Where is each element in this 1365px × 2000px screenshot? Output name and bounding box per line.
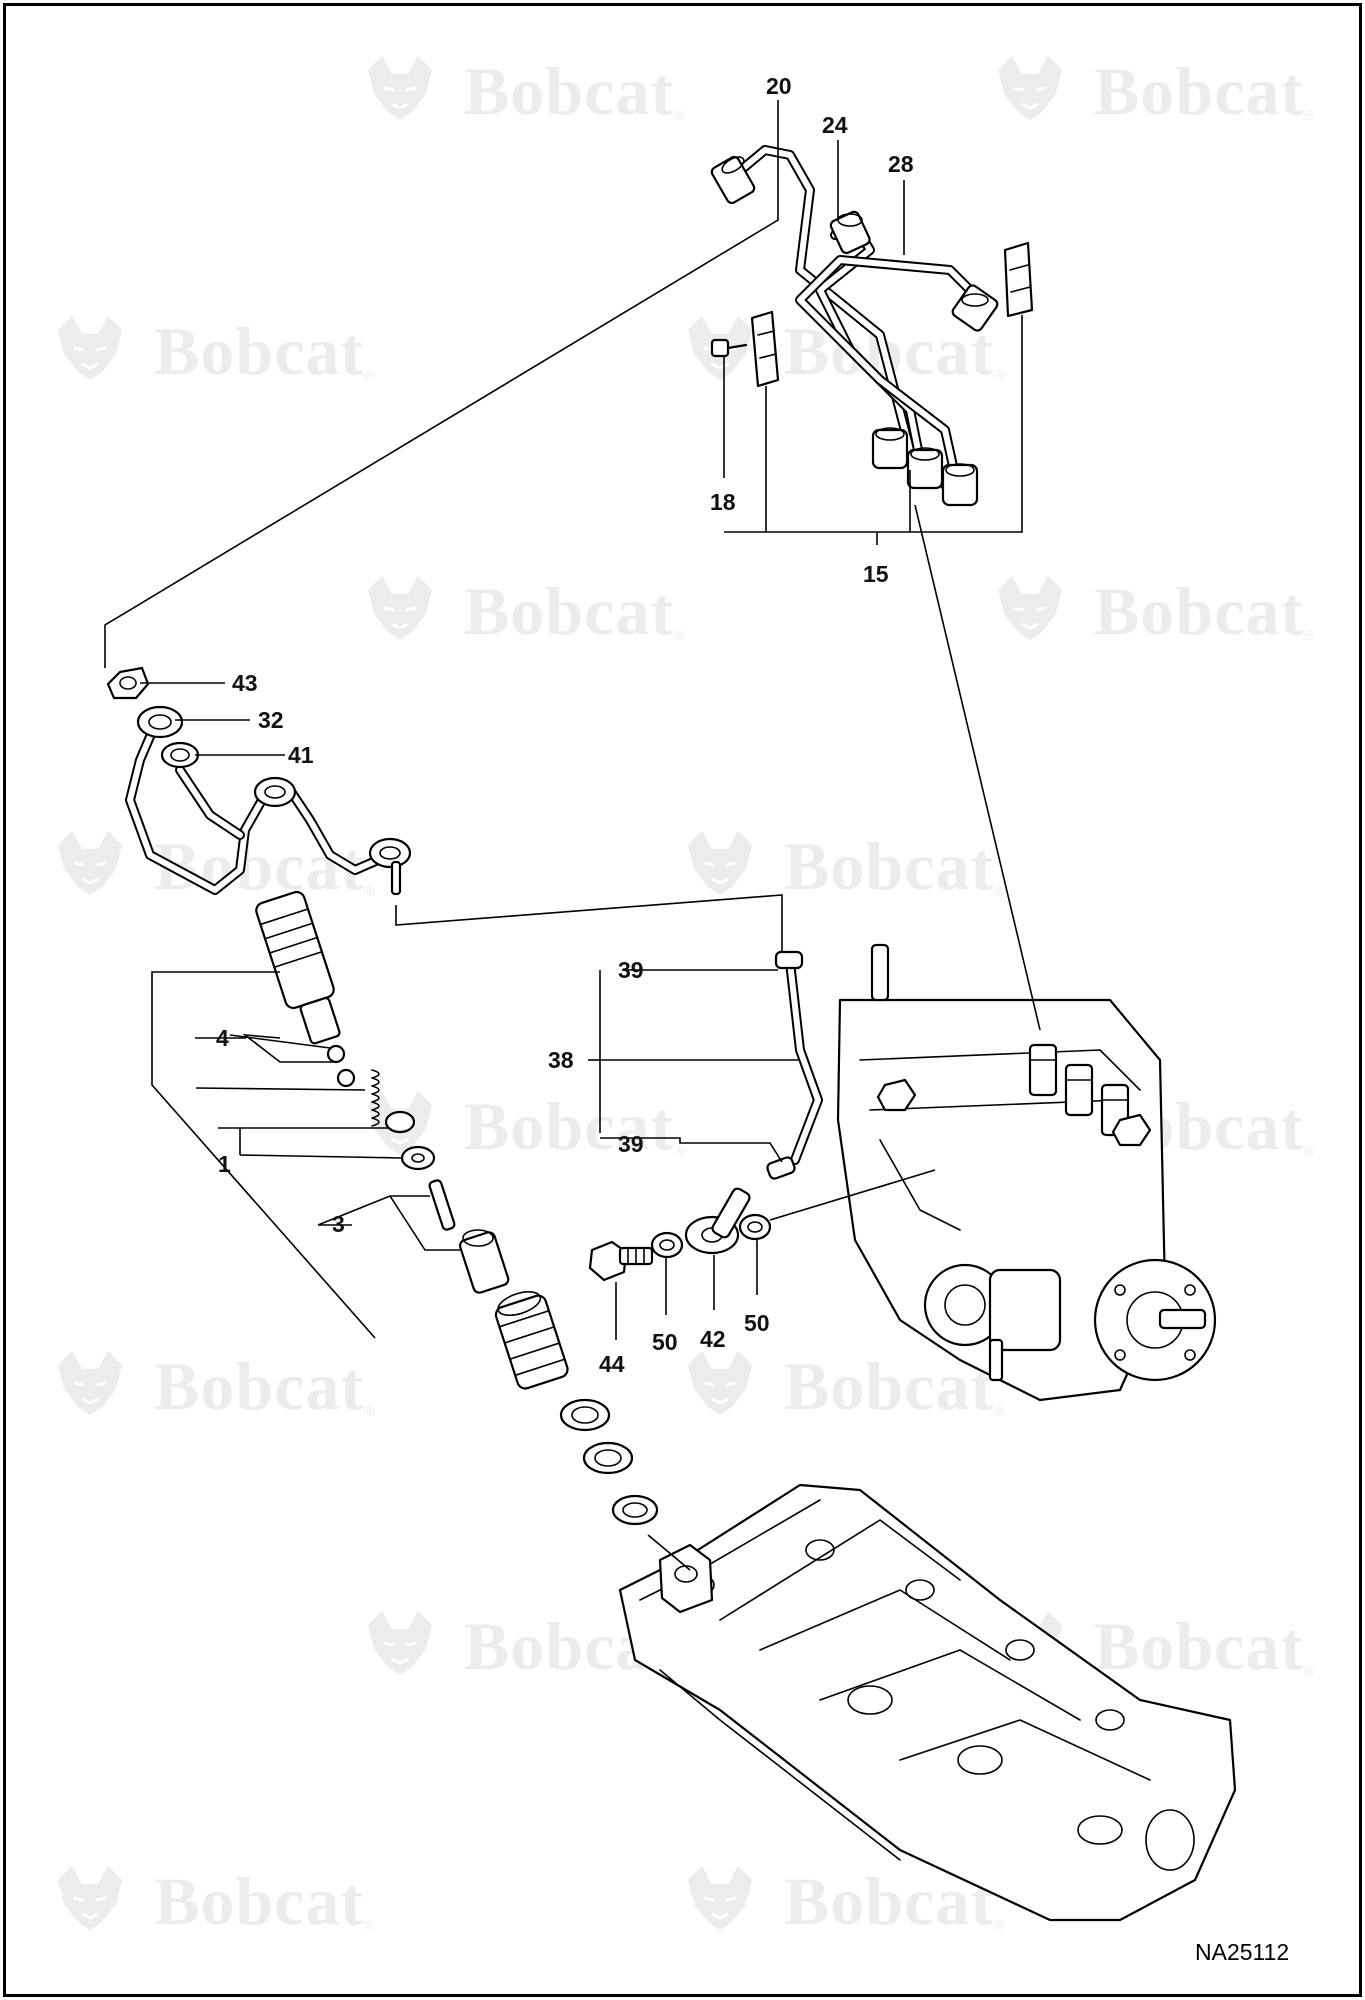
fuel-injection-pump	[836, 943, 1217, 1402]
callout-15: 15	[863, 561, 889, 587]
cylinder-head	[618, 1483, 1237, 1922]
watermark-reg-mark: ®	[1304, 1142, 1315, 1158]
watermark-reg-mark: ®	[364, 1917, 375, 1933]
diagram-frame	[3, 3, 1362, 1997]
bobcat-head-logo-icon	[366, 54, 434, 122]
watermark: Bobcat ®	[366, 573, 685, 649]
bobcat-head-logo-icon	[686, 1864, 754, 1932]
fuel-leak-off-pipe	[106, 666, 412, 896]
watermark-brand: Bobcat	[464, 53, 674, 129]
watermark: Bobcat ®	[366, 1088, 685, 1164]
callout-39-upper: 39	[618, 957, 644, 983]
injection-pipe-assembly	[710, 145, 1034, 507]
callout-1: 1	[218, 1151, 231, 1177]
fuel-return-hose	[588, 950, 823, 1282]
watermark: Bobcat ®	[366, 53, 685, 129]
watermark-brand: Bobcat	[154, 828, 364, 904]
watermark-brand: Bobcat	[784, 828, 994, 904]
watermark-reg-mark: ®	[1304, 627, 1315, 643]
watermark-reg-mark: ®	[1304, 107, 1315, 123]
bobcat-head-logo-icon	[366, 1609, 434, 1677]
watermark-brand: Bobcat	[1094, 1608, 1304, 1684]
watermark: Bobcat ®	[56, 1348, 375, 1424]
watermark-brand: Bobcat	[464, 573, 674, 649]
watermark-brand: Bobcat	[154, 1348, 364, 1424]
bobcat-head-logo-icon	[56, 1864, 124, 1932]
watermark: Bobcat ®	[56, 313, 375, 389]
drawing-id: NA25112	[1195, 1939, 1289, 1965]
callout-43: 43	[232, 670, 258, 696]
callout-44: 44	[599, 1351, 625, 1377]
watermark: Bobcat ®	[56, 828, 375, 904]
watermark: Bobcat ®	[996, 1608, 1315, 1684]
watermark: Bobcat ®	[996, 53, 1315, 129]
callout-50-left: 50	[652, 1329, 678, 1355]
watermark-reg-mark: ®	[674, 107, 685, 123]
bobcat-head-logo-icon	[686, 829, 754, 897]
callout-labels: 20 24 28 18 15 43 32 41 4 1 3 39 38 39 4…	[216, 73, 914, 1377]
callout-50-right: 50	[744, 1310, 770, 1336]
watermark: Bobcat ®	[686, 828, 1005, 904]
watermark-reg-mark: ®	[994, 1402, 1005, 1418]
watermark-reg-mark: ®	[364, 1402, 375, 1418]
injector-nozzle-stack	[255, 890, 659, 1526]
callout-3: 3	[332, 1211, 345, 1237]
watermark-reg-mark: ®	[994, 1917, 1005, 1933]
bobcat-head-logo-icon	[366, 574, 434, 642]
callout-38: 38	[548, 1047, 574, 1073]
watermark-layer: Bobcat ® Bobcat ® Bobcat ® Bobcat ® Bobc…	[56, 53, 1315, 1939]
watermark-brand: Bobcat	[464, 1088, 674, 1164]
bobcat-head-logo-icon	[686, 1349, 754, 1417]
watermark-reg-mark: ®	[674, 627, 685, 643]
callout-4: 4	[216, 1025, 229, 1051]
watermark-reg-mark: ®	[994, 882, 1005, 898]
callout-20: 20	[766, 73, 792, 99]
bobcat-head-logo-icon	[56, 829, 124, 897]
bobcat-head-logo-icon	[56, 314, 124, 382]
watermark-reg-mark: ®	[1304, 1662, 1315, 1678]
callout-39-lower: 39	[618, 1131, 644, 1157]
watermark-brand: Bobcat	[1094, 573, 1304, 649]
callout-42: 42	[700, 1326, 726, 1352]
watermark: Bobcat ®	[56, 1863, 375, 1939]
callout-24: 24	[822, 112, 848, 138]
bobcat-head-logo-icon	[56, 1349, 124, 1417]
bobcat-head-logo-icon	[996, 54, 1064, 122]
watermark-brand: Bobcat	[154, 1863, 364, 1939]
watermark-brand: Bobcat	[1094, 53, 1304, 129]
callout-18: 18	[710, 489, 736, 515]
callout-28: 28	[888, 151, 914, 177]
bobcat-head-logo-icon	[996, 574, 1064, 642]
callout-41: 41	[288, 742, 314, 768]
callout-32: 32	[258, 707, 284, 733]
watermark-reg-mark: ®	[364, 367, 375, 383]
watermark: Bobcat ®	[996, 573, 1315, 649]
watermark-brand: Bobcat	[154, 313, 364, 389]
watermark-reg-mark: ®	[364, 882, 375, 898]
watermark: Bobcat ®	[686, 1348, 1005, 1424]
watermark-brand: Bobcat	[784, 1348, 994, 1424]
watermark-reg-mark: ®	[674, 1142, 685, 1158]
watermark-reg-mark: ®	[994, 367, 1005, 383]
callout-leader-lines	[104, 100, 1041, 1571]
